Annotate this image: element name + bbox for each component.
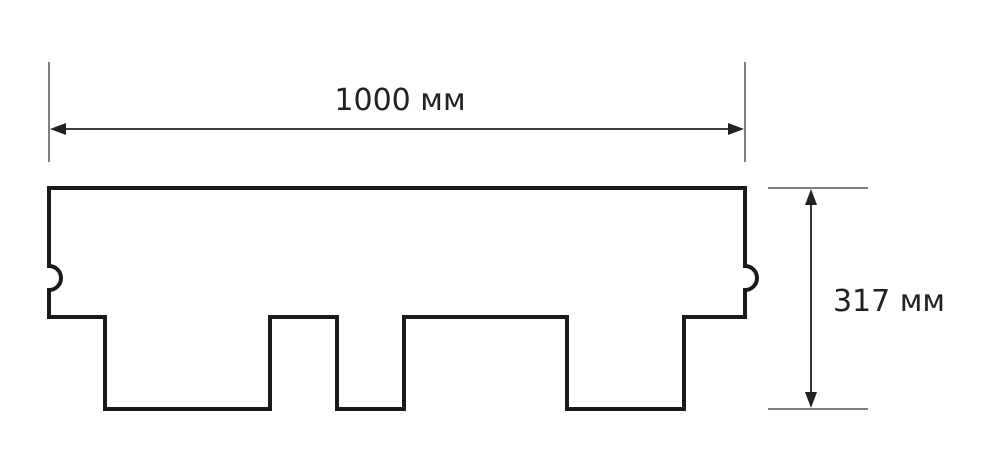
width-arrow-right — [728, 123, 744, 135]
shingle-outline — [47, 186, 759, 411]
width-arrow-left — [50, 123, 66, 135]
width-label: 1000 мм — [334, 83, 465, 118]
height-arrow-top — [805, 189, 817, 205]
height-arrow-bottom — [805, 392, 817, 408]
height-label: 317 мм — [833, 284, 945, 319]
